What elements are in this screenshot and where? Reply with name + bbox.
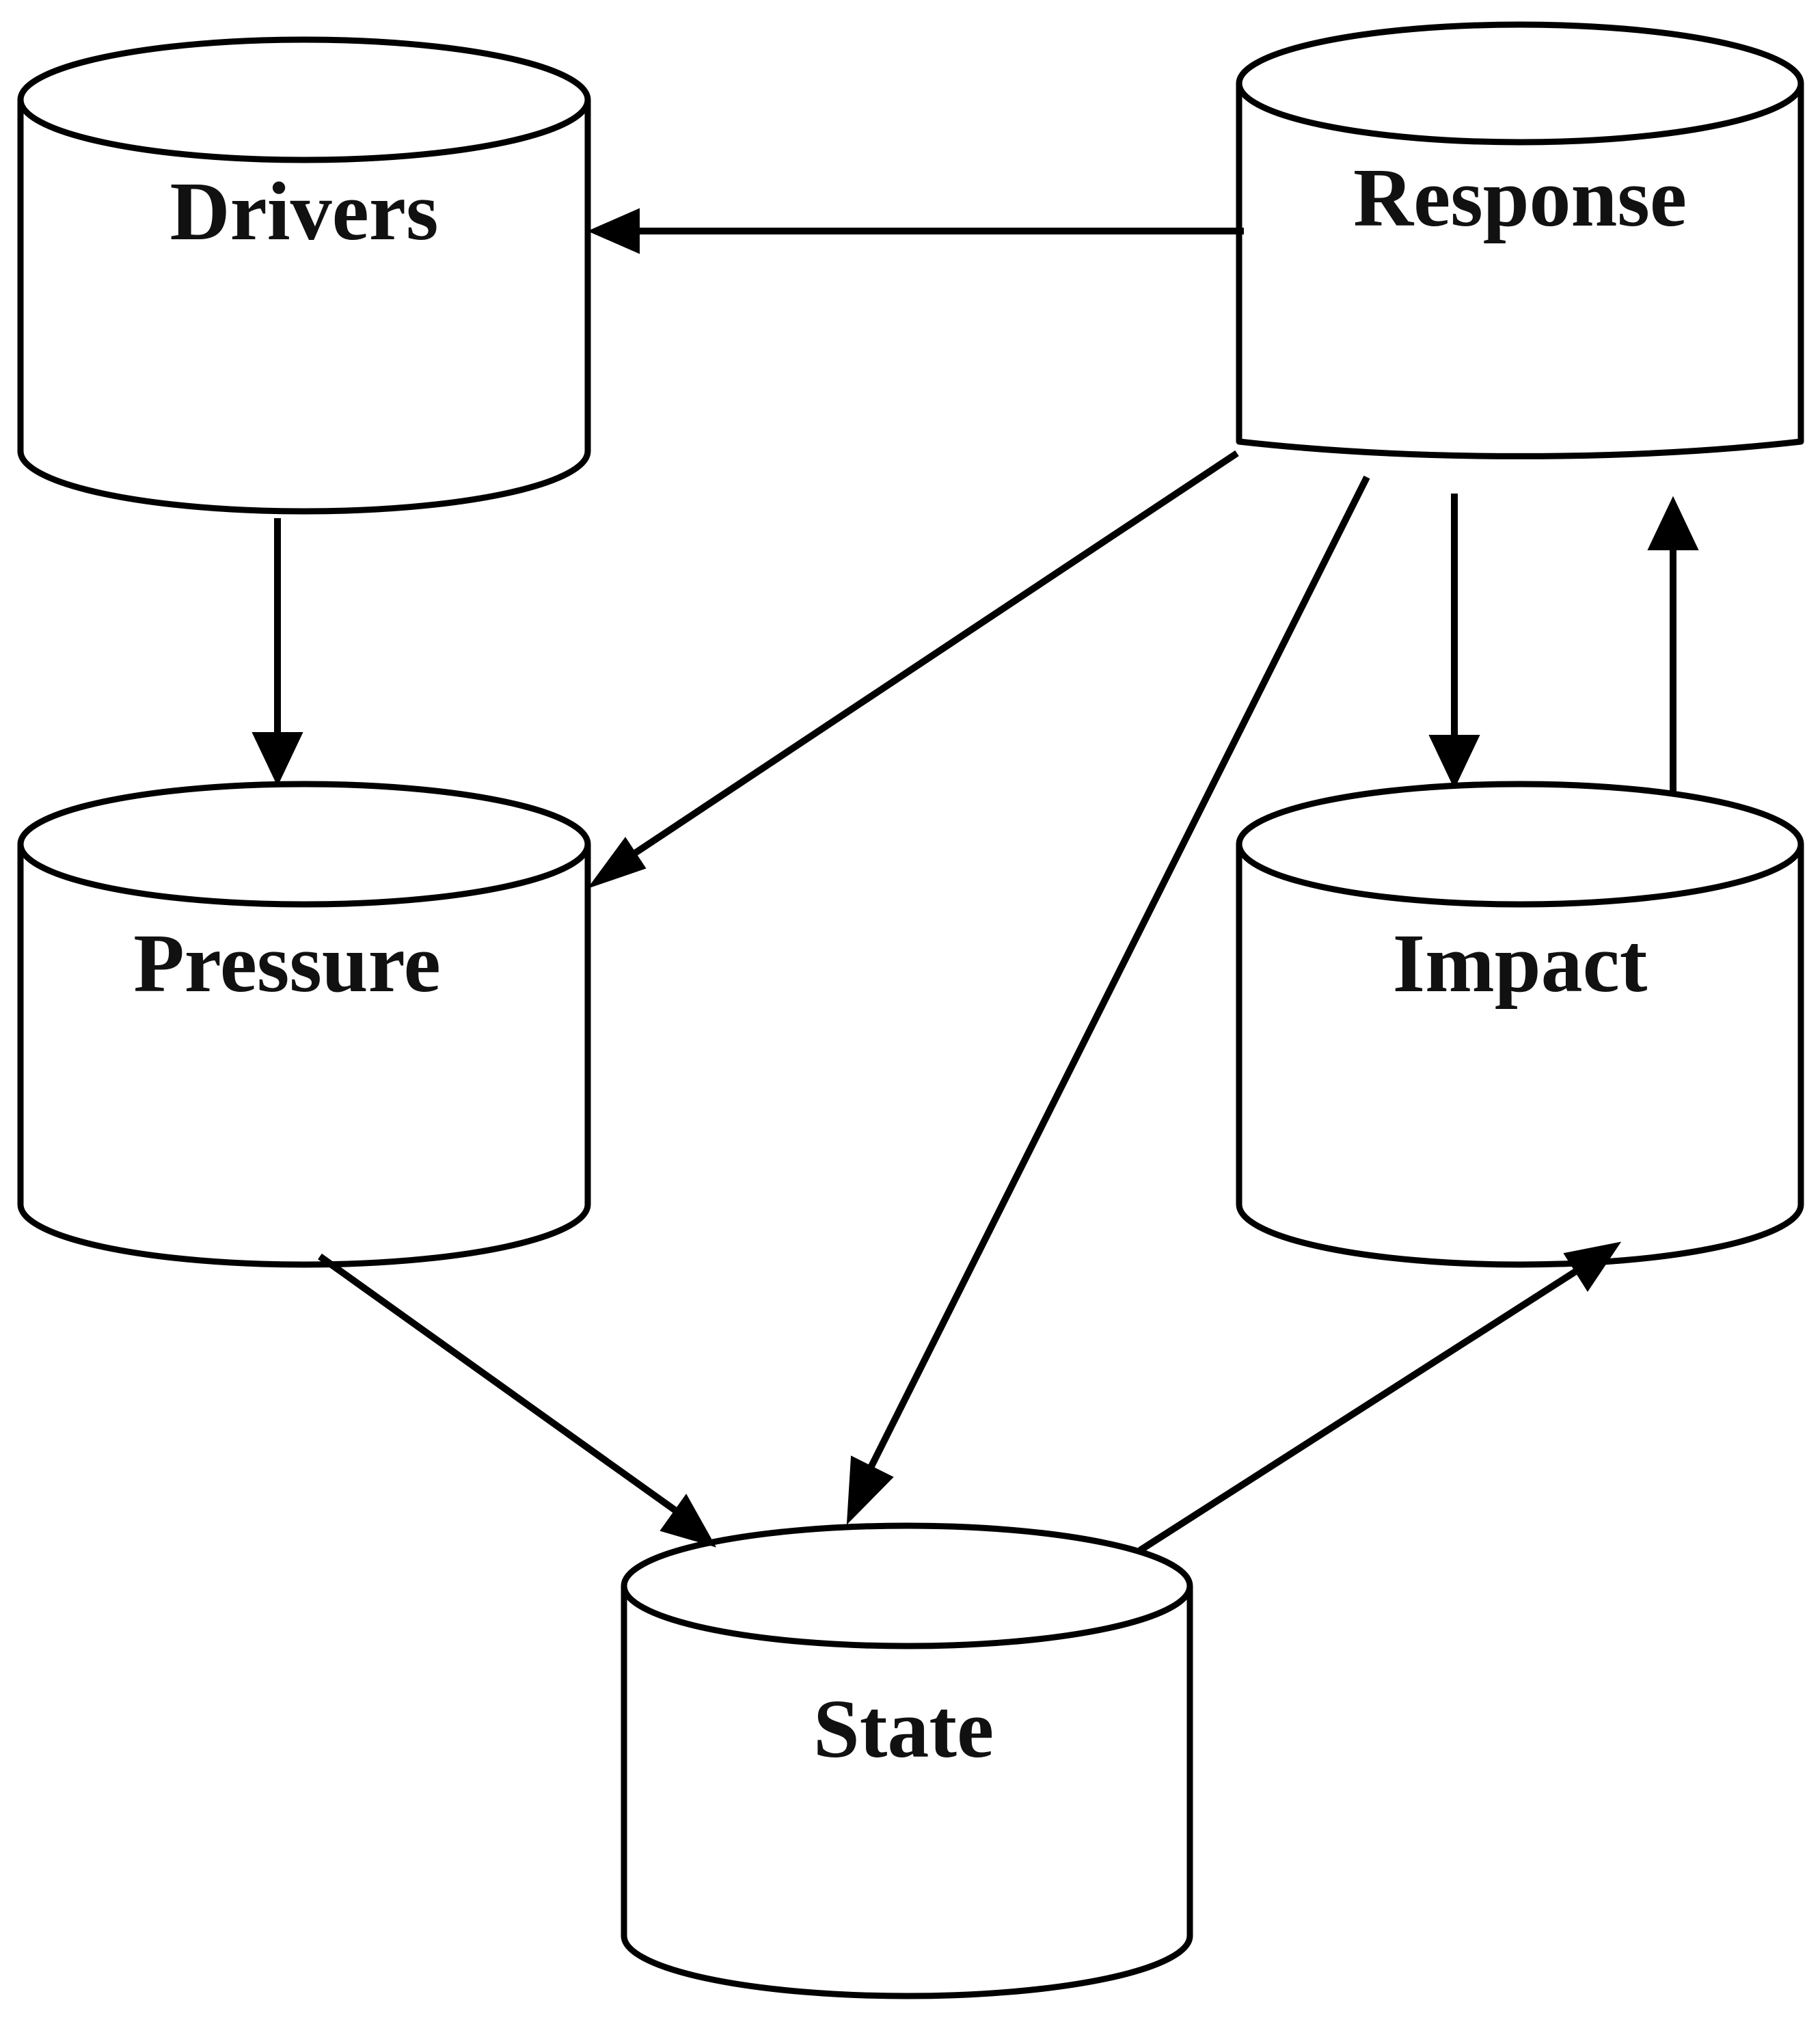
edge-impact-to-response xyxy=(1647,496,1699,793)
edge-drivers-to-pressure xyxy=(252,518,303,787)
edge-response-to-state xyxy=(846,475,1370,1525)
edge-pressure-to-state xyxy=(318,1253,717,1548)
node-response: Response xyxy=(1236,21,1804,459)
node-state: State xyxy=(621,1522,1193,1999)
edge-state-to-impact xyxy=(1138,1241,1622,1554)
edge-response-to-pressure xyxy=(587,450,1239,889)
node-label-impact: Impact xyxy=(1393,917,1648,1010)
node-drivers: Drivers xyxy=(17,36,591,515)
edge-response-to-impact xyxy=(1428,494,1480,790)
node-label-response: Response xyxy=(1353,152,1687,244)
node-label-pressure: Pressure xyxy=(133,917,441,1010)
node-impact: Impact xyxy=(1236,781,1804,1268)
node-label-state: State xyxy=(813,1683,994,1775)
edge-response-to-drivers xyxy=(587,208,1244,254)
node-pressure: Pressure xyxy=(17,781,591,1268)
node-label-drivers: Drivers xyxy=(170,165,439,258)
